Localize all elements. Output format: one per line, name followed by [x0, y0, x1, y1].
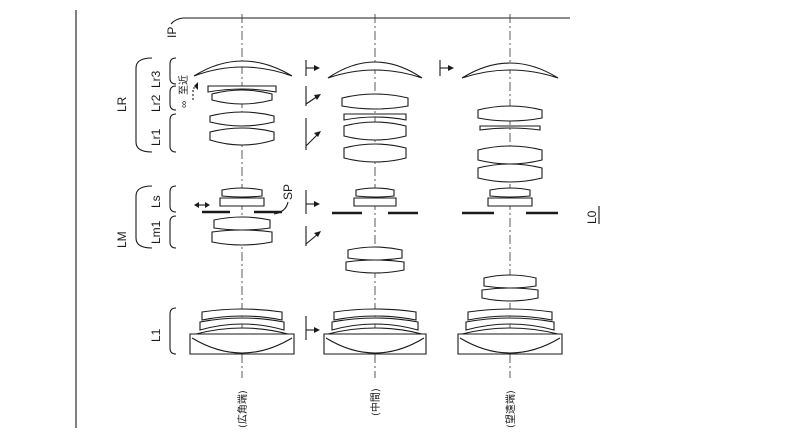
bracket-lm [135, 185, 153, 249]
lens-lm1b-tele [481, 287, 539, 302]
label-infinity: ∞ [179, 101, 190, 108]
lens-lr2b-wide [211, 89, 273, 105]
arrowhead-lm1-1 [314, 231, 321, 237]
lens-lr1b-wide [209, 127, 275, 146]
lens-lr2a-wide [207, 85, 277, 93]
label-ls: Ls [149, 195, 163, 208]
arrow-lr1-1 [305, 133, 319, 147]
label-lr2: Lr2 [149, 94, 163, 112]
lens-lr1b-tele [477, 163, 543, 183]
lens-ls-a-mid [355, 187, 395, 198]
lens-lm1a-tele [483, 274, 537, 289]
lens-l1d-mid [325, 337, 425, 354]
arrowhead-lr2-1 [314, 94, 321, 100]
caption-tele: (望遠端) [504, 390, 517, 428]
caption-wide: (広角端) [236, 390, 249, 428]
lens-lr1a-mid [343, 121, 407, 141]
bracket-l1 [169, 307, 177, 355]
arrow-lm1-1 [305, 233, 319, 245]
label-close: 至近 [177, 75, 190, 95]
lens-lr3-tele [461, 62, 559, 79]
ls-arrow-left [194, 202, 199, 208]
label-lm1: Lm1 [149, 220, 163, 244]
lens-ls-b-wide [219, 197, 265, 207]
label-l0: L0 [585, 210, 599, 224]
bracket-lr [135, 57, 153, 153]
column-tele: (望遠端) [457, 62, 563, 428]
lens-l1a-tele [467, 308, 553, 321]
lens-l1b-tele [465, 317, 555, 331]
bracket-ls [169, 185, 177, 213]
lens-ls-b-mid [353, 197, 397, 207]
ls-arrow-right [205, 202, 210, 208]
lens-ls-a-wide [221, 187, 263, 198]
lens-l1d-wide [191, 337, 293, 354]
focus-path [192, 87, 198, 100]
arrowhead-ls-1 [314, 201, 320, 207]
lens-lr1a-tele [477, 145, 543, 165]
label-lr3: Lr3 [149, 70, 163, 88]
bracket-lr3 [169, 57, 177, 85]
lens-l1d-tele [459, 337, 561, 354]
lens-lr1b-mid [343, 143, 407, 163]
lens-lr3-mid [327, 61, 423, 79]
lens-lm1a-wide [213, 216, 271, 231]
sp-leader [273, 201, 289, 215]
lens-lm1b-wide [211, 229, 273, 246]
column-mid: (中間) [323, 61, 427, 416]
label-l1: L1 [149, 328, 163, 342]
label-lr1: Lr1 [149, 128, 163, 146]
movement-arrows [305, 60, 454, 340]
label-lr: LR [115, 96, 129, 112]
bracket-lr1 [169, 113, 177, 153]
arrowhead-lr3-1 [314, 65, 320, 71]
lens-lr2b-mid [343, 113, 407, 121]
lens-l1b-mid [331, 317, 419, 331]
lens-lm1a-mid [347, 246, 403, 261]
lens-lr2b-tele [479, 125, 541, 131]
focus-arrow [194, 82, 198, 90]
lens-lr3-wide [193, 60, 293, 77]
lens-lr1a-wide [209, 111, 275, 127]
lens-ls-a-tele [489, 187, 531, 198]
lens-l1a-mid [333, 308, 417, 321]
bracket-lm1 [169, 215, 177, 249]
lens-lr2-tele [477, 105, 543, 122]
lens-ls-b-tele [487, 197, 533, 207]
image-plane-leader [170, 17, 184, 25]
arrowhead-lr1-1 [314, 131, 321, 137]
label-ip: IP [165, 27, 179, 38]
bracket-lr2 [169, 85, 177, 111]
lens-lm1b-mid [345, 259, 405, 274]
label-lm: LM [115, 231, 129, 248]
arrowhead-lr3-2 [448, 65, 454, 71]
caption-mid: (中間) [369, 388, 382, 416]
lens-l1a-wide [201, 308, 283, 321]
label-sp: SP [281, 184, 295, 200]
arrowhead-l1-1 [314, 327, 320, 333]
lens-lr2-mid [341, 93, 409, 110]
lens-l1b-wide [199, 317, 285, 331]
column-wide: (広角端) [189, 60, 295, 428]
